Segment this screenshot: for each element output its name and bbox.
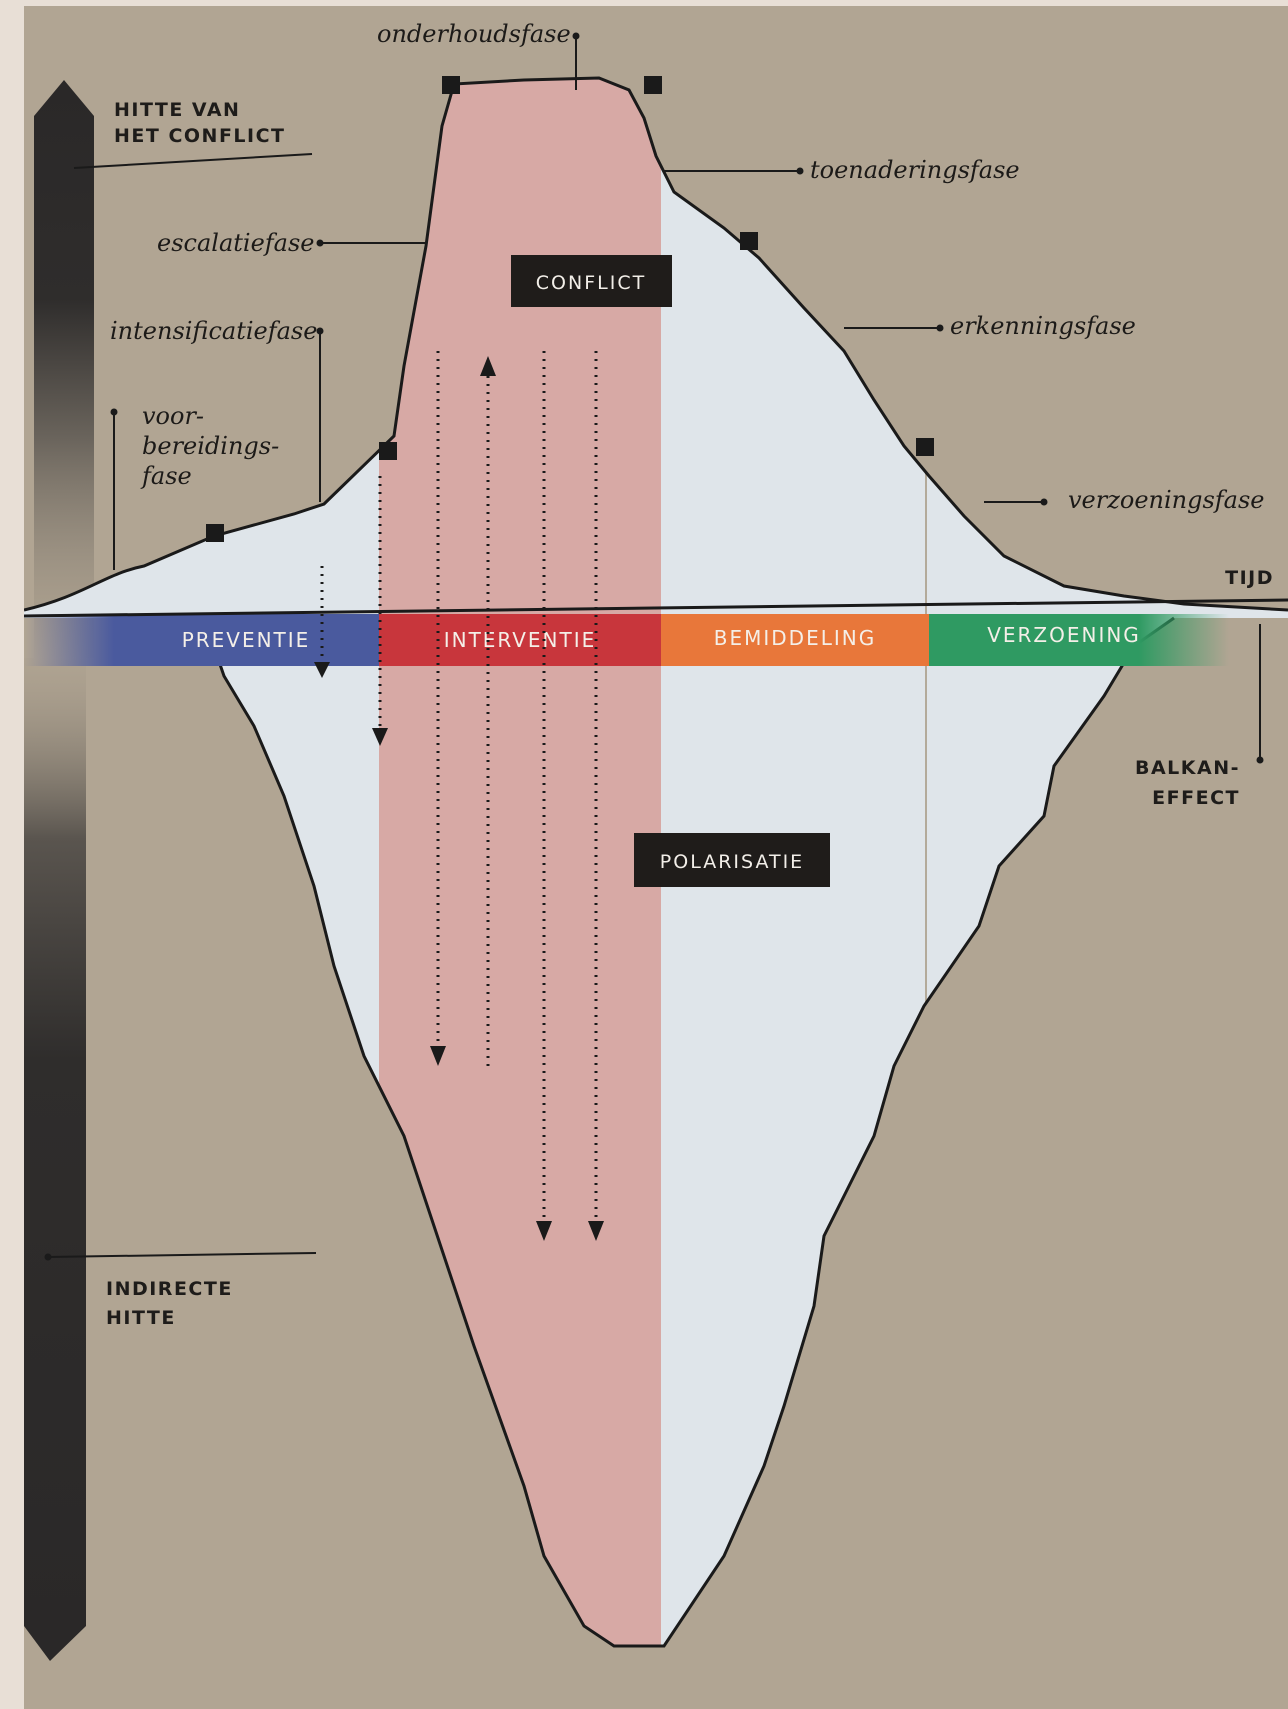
label-hitte: HITTE [106, 1307, 176, 1329]
marker-onderhoud-end [644, 76, 662, 94]
label-voorbereiding-2: bereidings- [142, 432, 279, 460]
label-toenaderingsfase: toenaderingsfase [810, 156, 1020, 184]
polarisatie-box: POLARISATIE [634, 833, 830, 887]
heat-scale-bar [24, 80, 94, 1661]
polarisatie-label: POLARISATIE [660, 851, 804, 873]
label-escalatiefase: escalatiefase [157, 229, 315, 257]
label-effect: EFFECT [1152, 787, 1240, 809]
marker-intensificatie [379, 442, 397, 460]
marker-escalatie-top [442, 76, 460, 94]
band-label-verzoening: VERZOENING [987, 623, 1141, 647]
label-hitte-van: HITTE VAN [114, 99, 240, 121]
band-label-interventie: INTERVENTIE [444, 628, 597, 652]
conflict-box: CONFLICT [511, 255, 672, 307]
band-label-preventie: PREVENTIE [182, 628, 311, 652]
marker-toenadering [740, 232, 758, 250]
label-balkan: BALKAN- [1135, 757, 1240, 779]
band-label-bemiddeling: BEMIDDELING [714, 626, 876, 650]
label-indirecte: INDIRECTE [106, 1278, 233, 1300]
time-label: TIJD [1225, 567, 1274, 589]
label-verzoeningsfase: verzoeningsfase [1068, 486, 1265, 514]
label-voorbereiding-1: voor- [142, 402, 204, 430]
label-intensificatiefase: intensificatiefase [110, 317, 317, 345]
diagram-page: PREVENTIE INTERVENTIE BEMIDDELING VERZOE… [24, 6, 1288, 1709]
label-erkenningsfase: erkenningsfase [950, 312, 1136, 340]
conflict-label: CONFLICT [536, 272, 646, 294]
intervention-band: PREVENTIE INTERVENTIE BEMIDDELING VERZOE… [24, 614, 1229, 666]
marker-erkenning [916, 438, 934, 456]
label-het-conflict: HET CONFLICT [114, 125, 286, 147]
marker-voorbereiding [206, 524, 224, 542]
label-onderhoudsfase: onderhoudsfase [377, 20, 571, 48]
label-voorbereiding-3: fase [140, 462, 192, 490]
conflict-iceberg-diagram: PREVENTIE INTERVENTIE BEMIDDELING VERZOE… [24, 6, 1288, 1709]
heat-bar-bottom [24, 658, 86, 1661]
